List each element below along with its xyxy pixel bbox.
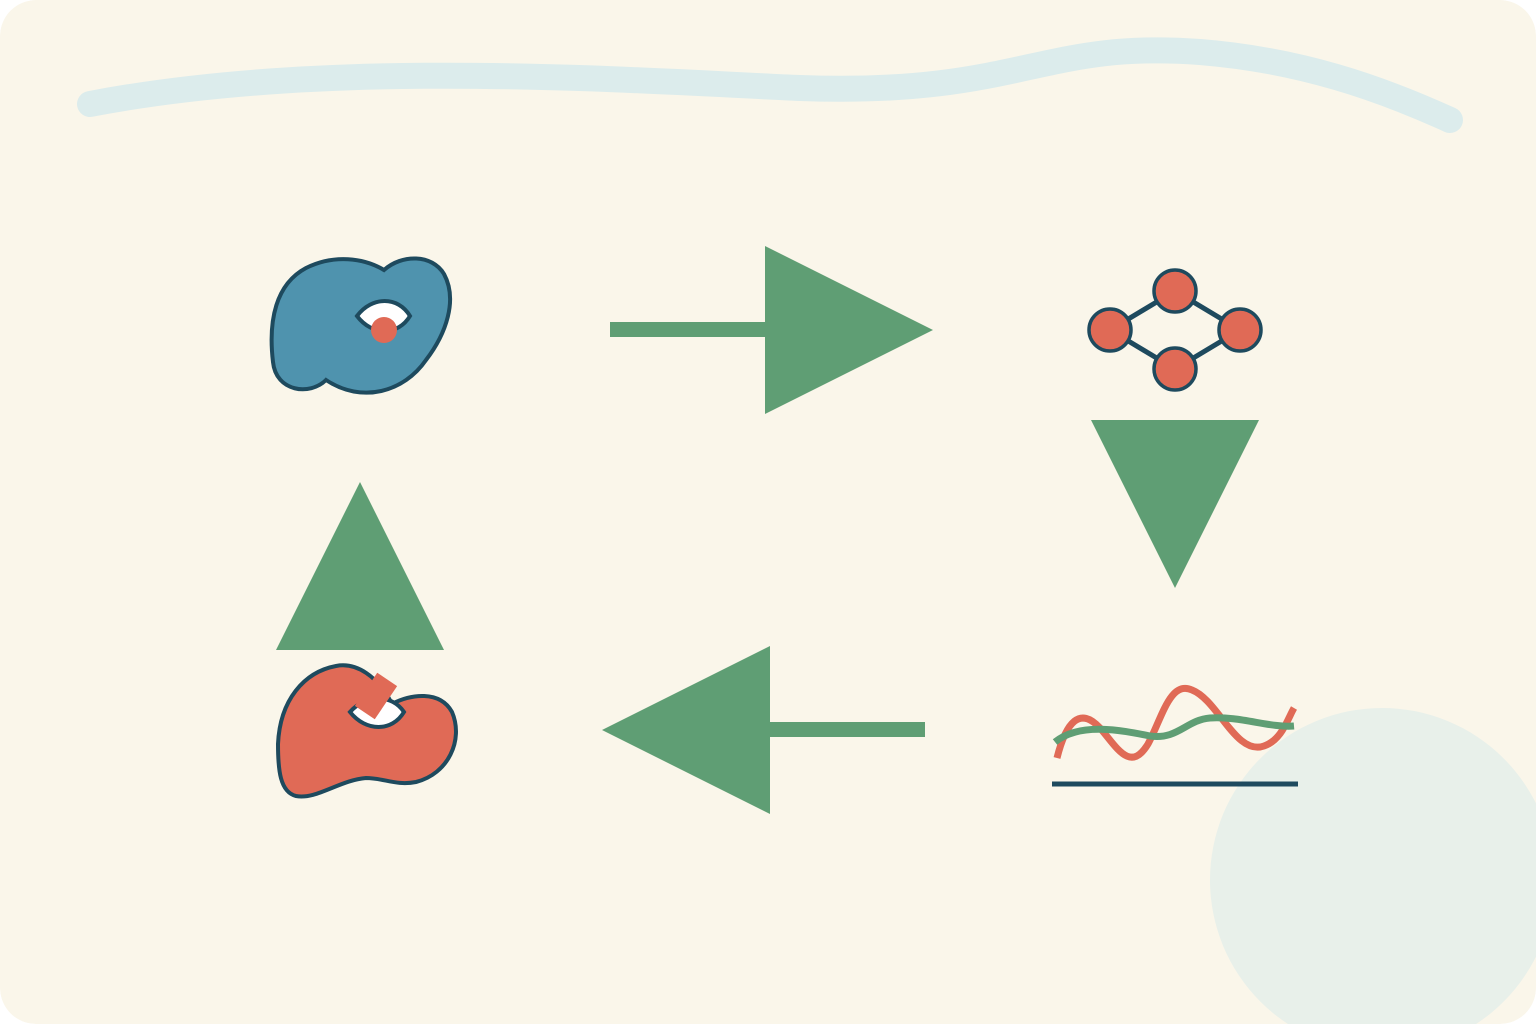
wave-signal-icon — [1052, 684, 1298, 787]
network-node — [1217, 307, 1263, 353]
arrow-left — [602, 646, 925, 814]
arrow-up — [276, 482, 444, 650]
arrow-right — [610, 246, 933, 414]
red-blob-with-eye-icon — [275, 663, 458, 799]
decorative-circle — [1210, 708, 1536, 1024]
arrow-down — [1091, 420, 1259, 588]
network-node — [1087, 307, 1133, 353]
network-node — [1152, 346, 1198, 392]
node-network-icon — [1087, 268, 1263, 392]
decorative-brush-stroke — [77, 37, 1463, 133]
blue-blob-with-eye-icon — [269, 256, 453, 395]
network-node — [1152, 268, 1198, 314]
